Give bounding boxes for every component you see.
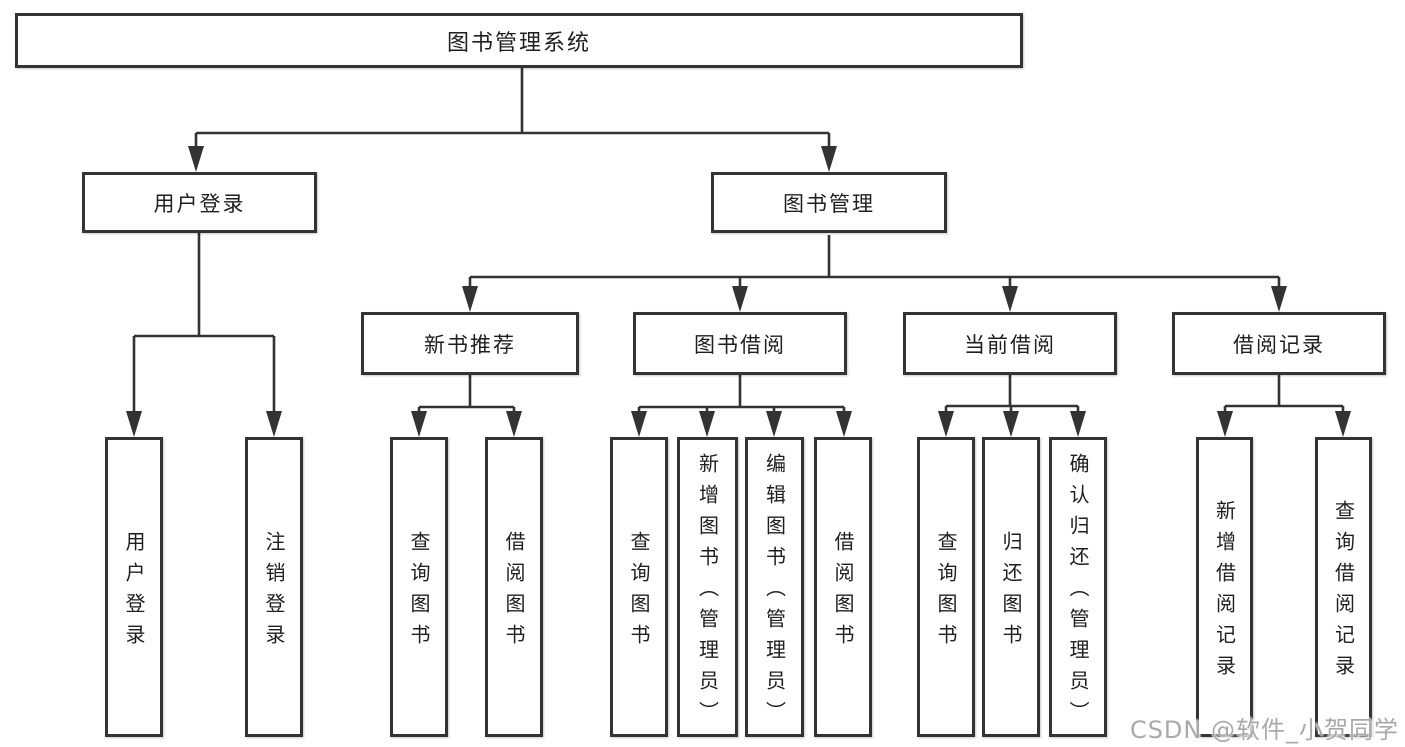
watermark: CSDN @软件_小贺同学: [1129, 716, 1399, 744]
leaf-add-borrow-record: 新增借阅记录: [1196, 437, 1253, 737]
leaf-user-login: 用户登录: [105, 437, 163, 737]
node-current-borrow: 当前借阅: [903, 312, 1117, 375]
leaf-label: 确认归还（管理员）: [1066, 453, 1090, 732]
leaf-label: 注销登录: [262, 530, 286, 655]
node-new-book-recommend: 新书推荐: [361, 312, 579, 375]
leaf-label: 查询图书: [934, 530, 958, 655]
node-label: 当前借阅: [964, 332, 1056, 357]
leaf-label: 用户登录: [122, 530, 146, 655]
node-label: 借阅记录: [1233, 332, 1325, 357]
leaf-label: 新增借阅记录: [1212, 499, 1237, 686]
leaf-edit-books-admin: 编辑图书（管理员）: [745, 437, 804, 737]
connector-user-login-to-leaves: [126, 233, 282, 437]
node-label: 图书管理: [783, 191, 875, 216]
leaf-borrow-books-recommend: 借阅图书: [485, 437, 543, 737]
node-library-management-system: 图书管理系统: [15, 13, 1023, 68]
node-user-login: 用户登录: [82, 172, 317, 233]
leaf-logout: 注销登录: [245, 437, 303, 737]
leaf-label: 新增图书（管理员）: [695, 453, 720, 732]
leaf-label: 借阅图书: [831, 530, 855, 655]
leaf-borrow-books: 借阅图书: [814, 437, 872, 737]
leaf-add-books-admin: 新增图书（管理员）: [677, 437, 738, 737]
node-label: 新书推荐: [424, 332, 516, 357]
connector-book-management-to-level3: [462, 235, 1287, 312]
leaf-label: 查询图书: [407, 530, 431, 655]
leaf-query-books-borrow: 查询图书: [610, 437, 668, 737]
connector-book-borrow-to-leaves: [631, 375, 852, 437]
connector-new-book-recommend-to-leaves: [411, 375, 522, 437]
node-book-borrow: 图书借阅: [633, 312, 847, 375]
leaf-label: 编辑图书（管理员）: [762, 453, 787, 732]
leaf-query-borrow-record: 查询借阅记录: [1315, 437, 1372, 737]
node-borrow-records: 借阅记录: [1172, 312, 1386, 375]
connector-current-borrow-to-leaves: [938, 375, 1086, 437]
node-label: 图书管理系统: [446, 30, 591, 56]
node-label: 图书借阅: [694, 332, 786, 357]
leaf-label: 查询图书: [627, 530, 651, 655]
leaf-label: 借阅图书: [502, 530, 526, 655]
leaf-confirm-return-admin: 确认归还（管理员）: [1049, 437, 1107, 737]
node-label: 用户登录: [153, 191, 246, 216]
connector-borrow-records-to-leaves: [1217, 375, 1351, 437]
leaf-query-books-current: 查询图书: [917, 437, 975, 737]
leaf-return-books: 归还图书: [982, 437, 1040, 737]
leaf-label: 查询借阅记录: [1331, 499, 1356, 686]
node-book-management: 图书管理: [711, 172, 947, 233]
connector-root-to-level2: [188, 68, 837, 172]
leaf-label: 归还图书: [999, 530, 1023, 655]
leaf-query-books-recommend: 查询图书: [390, 437, 448, 737]
